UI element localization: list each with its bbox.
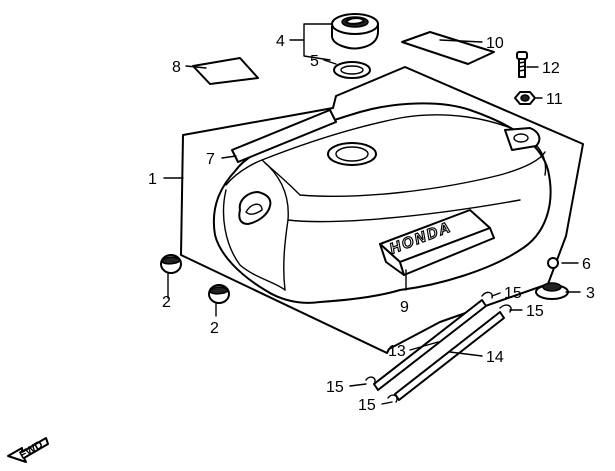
callout-15-d: 15: [358, 397, 376, 414]
fuel-tank-body: [212, 102, 552, 304]
rubber-pad-8: [192, 57, 259, 85]
rubber-damper-upper: [160, 254, 182, 274]
callout-6: 6: [582, 256, 591, 273]
callout-10: 10: [486, 35, 504, 52]
fwd-label: FWD: [18, 439, 46, 462]
mounting-bolt: [516, 51, 528, 78]
tank-strip-7: [231, 109, 337, 163]
callout-15-c: 15: [326, 379, 344, 396]
callout-3: 3: [586, 285, 595, 302]
hose-clip-4: [387, 394, 398, 403]
rubber-damper-lower: [208, 284, 230, 304]
callout-14: 14: [486, 349, 504, 366]
callout-15-a: 15: [504, 285, 522, 302]
callout-9: 9: [400, 299, 409, 316]
hose-clip-3: [365, 376, 376, 385]
knee-recess: [238, 191, 272, 225]
fuel-filler-cap: [331, 13, 379, 50]
rear-mount-tab: [504, 127, 541, 151]
hose-clip-2: [499, 304, 512, 313]
filler-neck: [327, 142, 377, 166]
callout-13: 13: [388, 343, 406, 360]
rubber-pad-10: [401, 31, 495, 65]
callout-2-upper: 2: [162, 294, 171, 311]
cap-gasket: [333, 61, 371, 79]
leader-lines: [163, 23, 581, 405]
callout-7: 7: [206, 151, 215, 168]
callout-4: 4: [276, 33, 285, 50]
collar: [547, 257, 559, 269]
hose-clip-1: [481, 291, 494, 299]
callout-15-b: 15: [526, 303, 544, 320]
callout-8: 8: [172, 59, 181, 76]
rear-cushion: [535, 282, 569, 300]
callout-2-lower: 2: [210, 320, 219, 337]
callout-1: 1: [148, 171, 157, 188]
callout-11: 11: [546, 91, 563, 108]
callout-12: 12: [542, 60, 560, 77]
forward-arrow: FWD: [7, 437, 49, 463]
mounting-nut: [514, 91, 536, 105]
callout-5: 5: [310, 53, 319, 70]
